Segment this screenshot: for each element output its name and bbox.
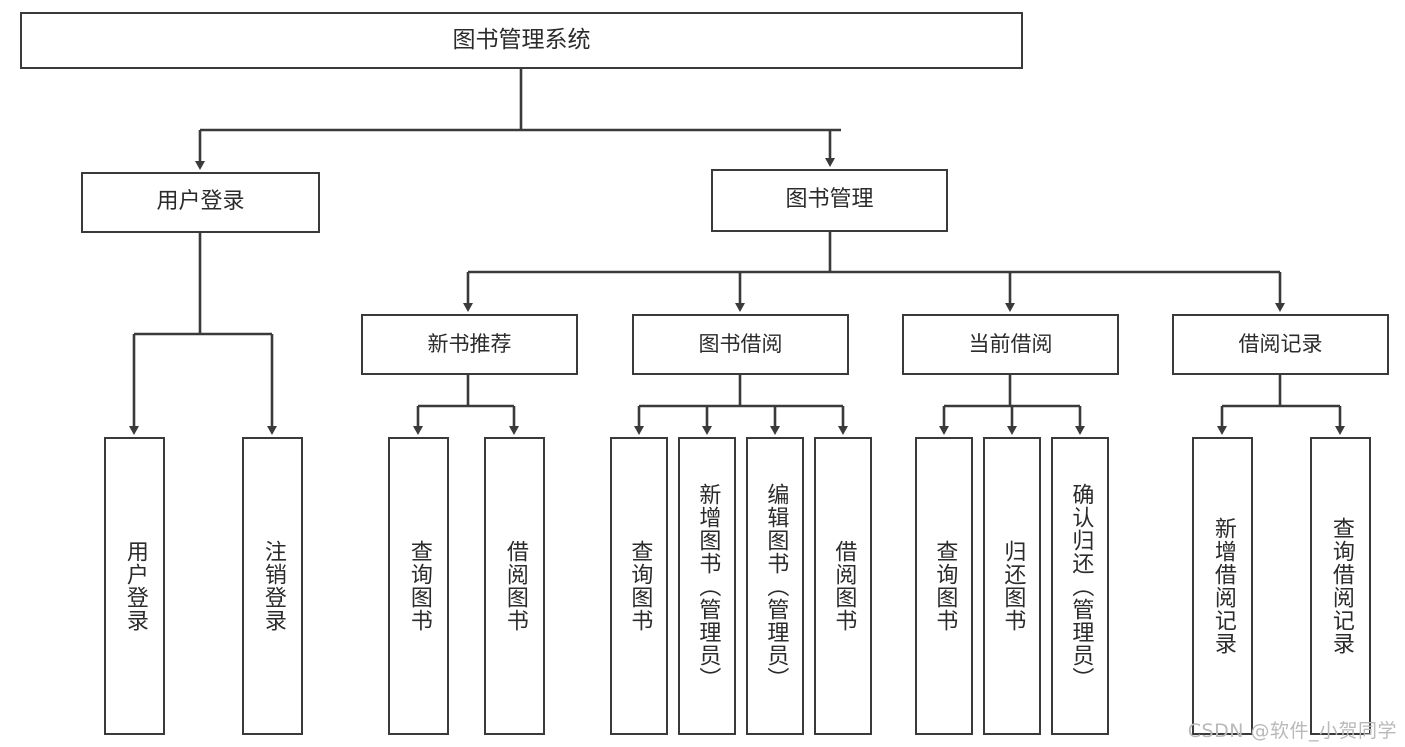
node-current-borrow[interactable]: 当前借阅 [902, 314, 1119, 375]
node-leaf-confirm-return[interactable]: 确认归还（管理员） [1051, 437, 1109, 735]
node-leaf-user-login[interactable]: 用户登录 [104, 437, 165, 735]
node-new-book-recommend[interactable]: 新书推荐 [361, 314, 578, 375]
node-book-manage[interactable]: 图书管理 [711, 169, 948, 232]
csdn-watermark: CSDN @软件_小贺同学 [1187, 720, 1397, 742]
node-root[interactable]: 图书管理系统 [20, 12, 1023, 69]
node-borrow-record[interactable]: 借阅记录 [1172, 314, 1389, 375]
node-leaf-add-record[interactable]: 新增借阅记录 [1192, 437, 1253, 735]
node-leaf-edit-book[interactable]: 编辑图书（管理员） [746, 437, 804, 735]
node-leaf-borrow-book[interactable]: 借阅图书 [814, 437, 872, 735]
node-leaf-add-book[interactable]: 新增图书（管理员） [678, 437, 736, 735]
node-leaf-query-book-borrow[interactable]: 查询图书 [610, 437, 668, 735]
node-leaf-borrow-book-rec[interactable]: 借阅图书 [484, 437, 545, 735]
node-book-borrow[interactable]: 图书借阅 [632, 314, 849, 375]
node-leaf-query-record[interactable]: 查询借阅记录 [1310, 437, 1371, 735]
node-leaf-query-book-rec[interactable]: 查询图书 [388, 437, 449, 735]
node-leaf-query-book-cur[interactable]: 查询图书 [915, 437, 973, 735]
node-leaf-return-book[interactable]: 归还图书 [983, 437, 1041, 735]
node-leaf-logout[interactable]: 注销登录 [242, 437, 303, 735]
node-user-login[interactable]: 用户登录 [81, 172, 320, 233]
